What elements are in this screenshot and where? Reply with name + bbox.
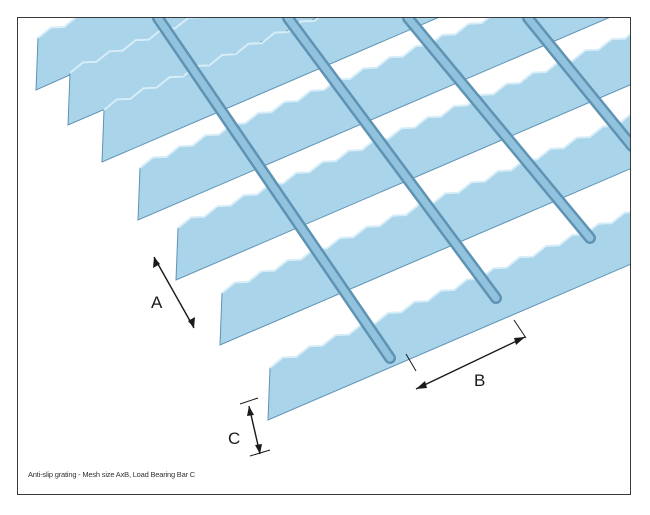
- dimension-b-line: [415, 336, 526, 390]
- diagram-caption: Anti-slip grating - Mesh size AxB, Load …: [28, 470, 195, 479]
- cross-bar-highlight: [284, 18, 500, 302]
- dimension-a-line: [153, 256, 195, 329]
- cross-bar-highlight: [524, 18, 630, 149]
- dimension-c-arrow-start-icon: [247, 406, 254, 416]
- dimension-b-extension-right: [513, 319, 527, 339]
- cross-bar-highlight: [154, 18, 394, 362]
- cross-bars: [152, 18, 630, 364]
- dimension-b-extension-left: [405, 353, 417, 372]
- diagram-frame: A B C Anti-slip grating - Mesh size: [17, 17, 631, 495]
- dimension-a: A: [151, 256, 195, 329]
- cross-bar-highlight: [404, 18, 594, 242]
- bar-serration-edge: [37, 18, 77, 39]
- dimension-c-extension-top: [239, 397, 259, 405]
- dimension-markers: A B C: [151, 256, 527, 457]
- dimension-b-label: B: [474, 371, 485, 390]
- dimension-a-arrow-end-icon: [188, 317, 195, 328]
- dimension-a-label: A: [151, 293, 163, 312]
- dimension-b-arrow-start-icon: [416, 381, 427, 389]
- dimension-b-arrow-end-icon: [514, 337, 525, 345]
- dimension-c-label: C: [228, 429, 240, 448]
- grating-diagram: A B C: [35, 18, 630, 457]
- dimension-b: B: [405, 319, 527, 390]
- dimension-a-arrow-start-icon: [153, 257, 160, 268]
- dimension-c-arrow-end-icon: [255, 444, 262, 454]
- dimension-c: C: [228, 397, 271, 457]
